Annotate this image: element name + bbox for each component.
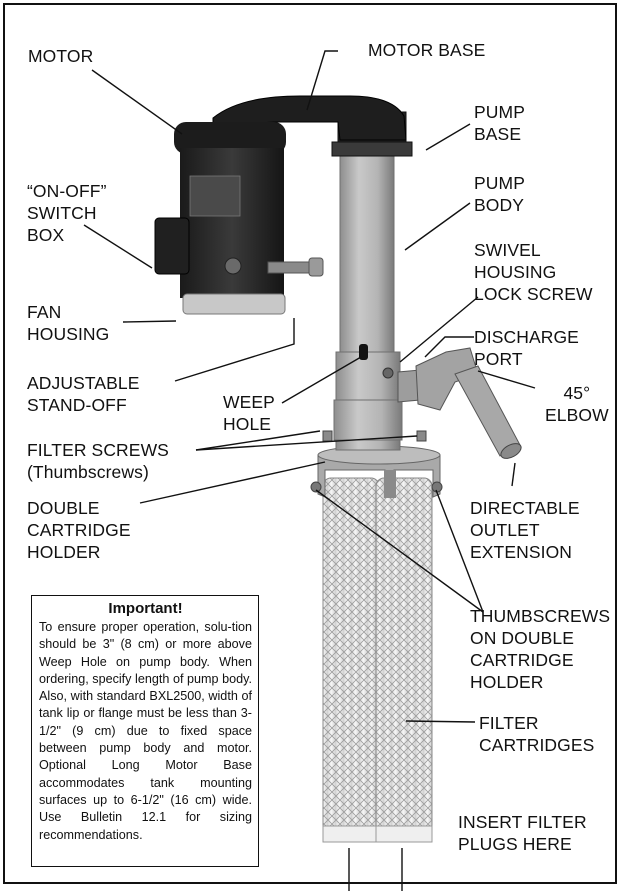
leader-lines xyxy=(83,50,536,891)
label-swivel-housing-lock-screw: SWIVEL HOUSING LOCK SCREW xyxy=(474,240,593,304)
label-weep-hole: WEEP HOLE xyxy=(223,392,275,434)
pump-body-graphic xyxy=(333,149,522,459)
label-pump-base: PUMP BASE xyxy=(474,102,525,144)
label-insert-filter-plugs: INSERT FILTER PLUGS HERE xyxy=(458,812,587,854)
label-45-elbow: 45° ELBOW xyxy=(545,383,609,425)
label-discharge-port: DISCHARGE PORT xyxy=(474,327,579,369)
label-on-off-switch-box: “ON-OFF” SWITCH BOX xyxy=(27,181,107,245)
important-note-body: To ensure proper operation, solu-tion sh… xyxy=(39,620,252,842)
label-directable-outlet-extension: DIRECTABLE OUTLET EXTENSION xyxy=(470,498,580,562)
filter-cartridges-graphic xyxy=(322,477,433,843)
label-motor-base: MOTOR BASE xyxy=(368,40,486,60)
figure-frame xyxy=(3,3,617,884)
label-thumbscrews-on-holder: THUMBSCREWS ON DOUBLE CARTRIDGE HOLDER xyxy=(470,606,611,692)
motor-graphic xyxy=(154,122,324,315)
label-motor: MOTOR xyxy=(28,46,94,66)
label-pump-body: PUMP BODY xyxy=(474,173,525,215)
label-double-cartridge-holder: DOUBLE CARTRIDGE HOLDER xyxy=(27,498,131,562)
label-filter-cartridges: FILTER CARTRIDGES xyxy=(479,713,595,755)
important-note-title: Important! xyxy=(108,600,183,617)
label-adjustable-stand-off: ADJUSTABLE STAND-OFF xyxy=(27,373,140,415)
label-fan-housing: FAN HOUSING xyxy=(27,302,110,344)
label-filter-screws: FILTER SCREWS (Thumbscrews) xyxy=(27,440,169,482)
important-note-box: Important! To ensure proper operation, s… xyxy=(31,595,259,867)
